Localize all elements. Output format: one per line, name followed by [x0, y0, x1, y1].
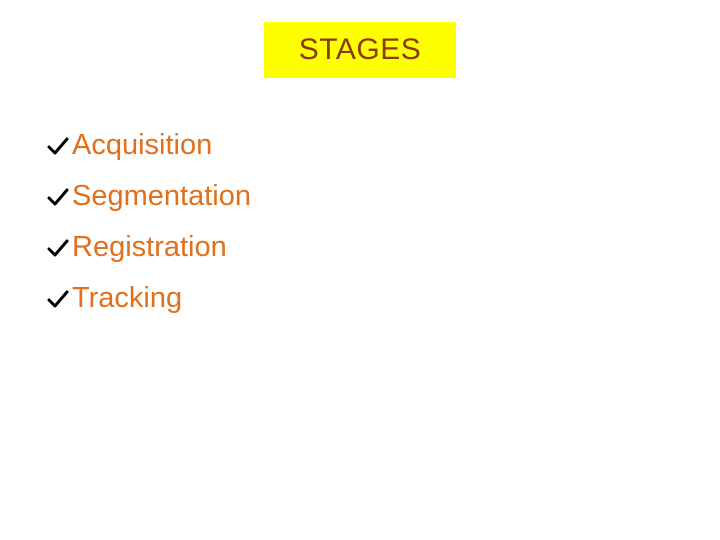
checkmark-icon — [47, 188, 69, 205]
bullet-list: Acquisition Segmentation Registration Tr… — [46, 120, 251, 324]
title-box: STAGES — [264, 22, 456, 78]
list-item-label: Tracking — [72, 282, 183, 314]
list-item: Acquisition — [46, 120, 251, 171]
list-item: Registration — [46, 222, 251, 273]
checkmark-icon — [47, 290, 69, 307]
list-item-label: Acquisition — [72, 129, 213, 161]
list-item: Tracking — [46, 273, 251, 324]
list-item-label: Segmentation — [72, 180, 251, 212]
checkmark-icon — [47, 137, 69, 154]
list-item: Segmentation — [46, 171, 251, 222]
slide-title: STAGES — [298, 33, 422, 66]
list-item-label: Registration — [72, 231, 227, 263]
checkmark-icon — [47, 239, 69, 256]
